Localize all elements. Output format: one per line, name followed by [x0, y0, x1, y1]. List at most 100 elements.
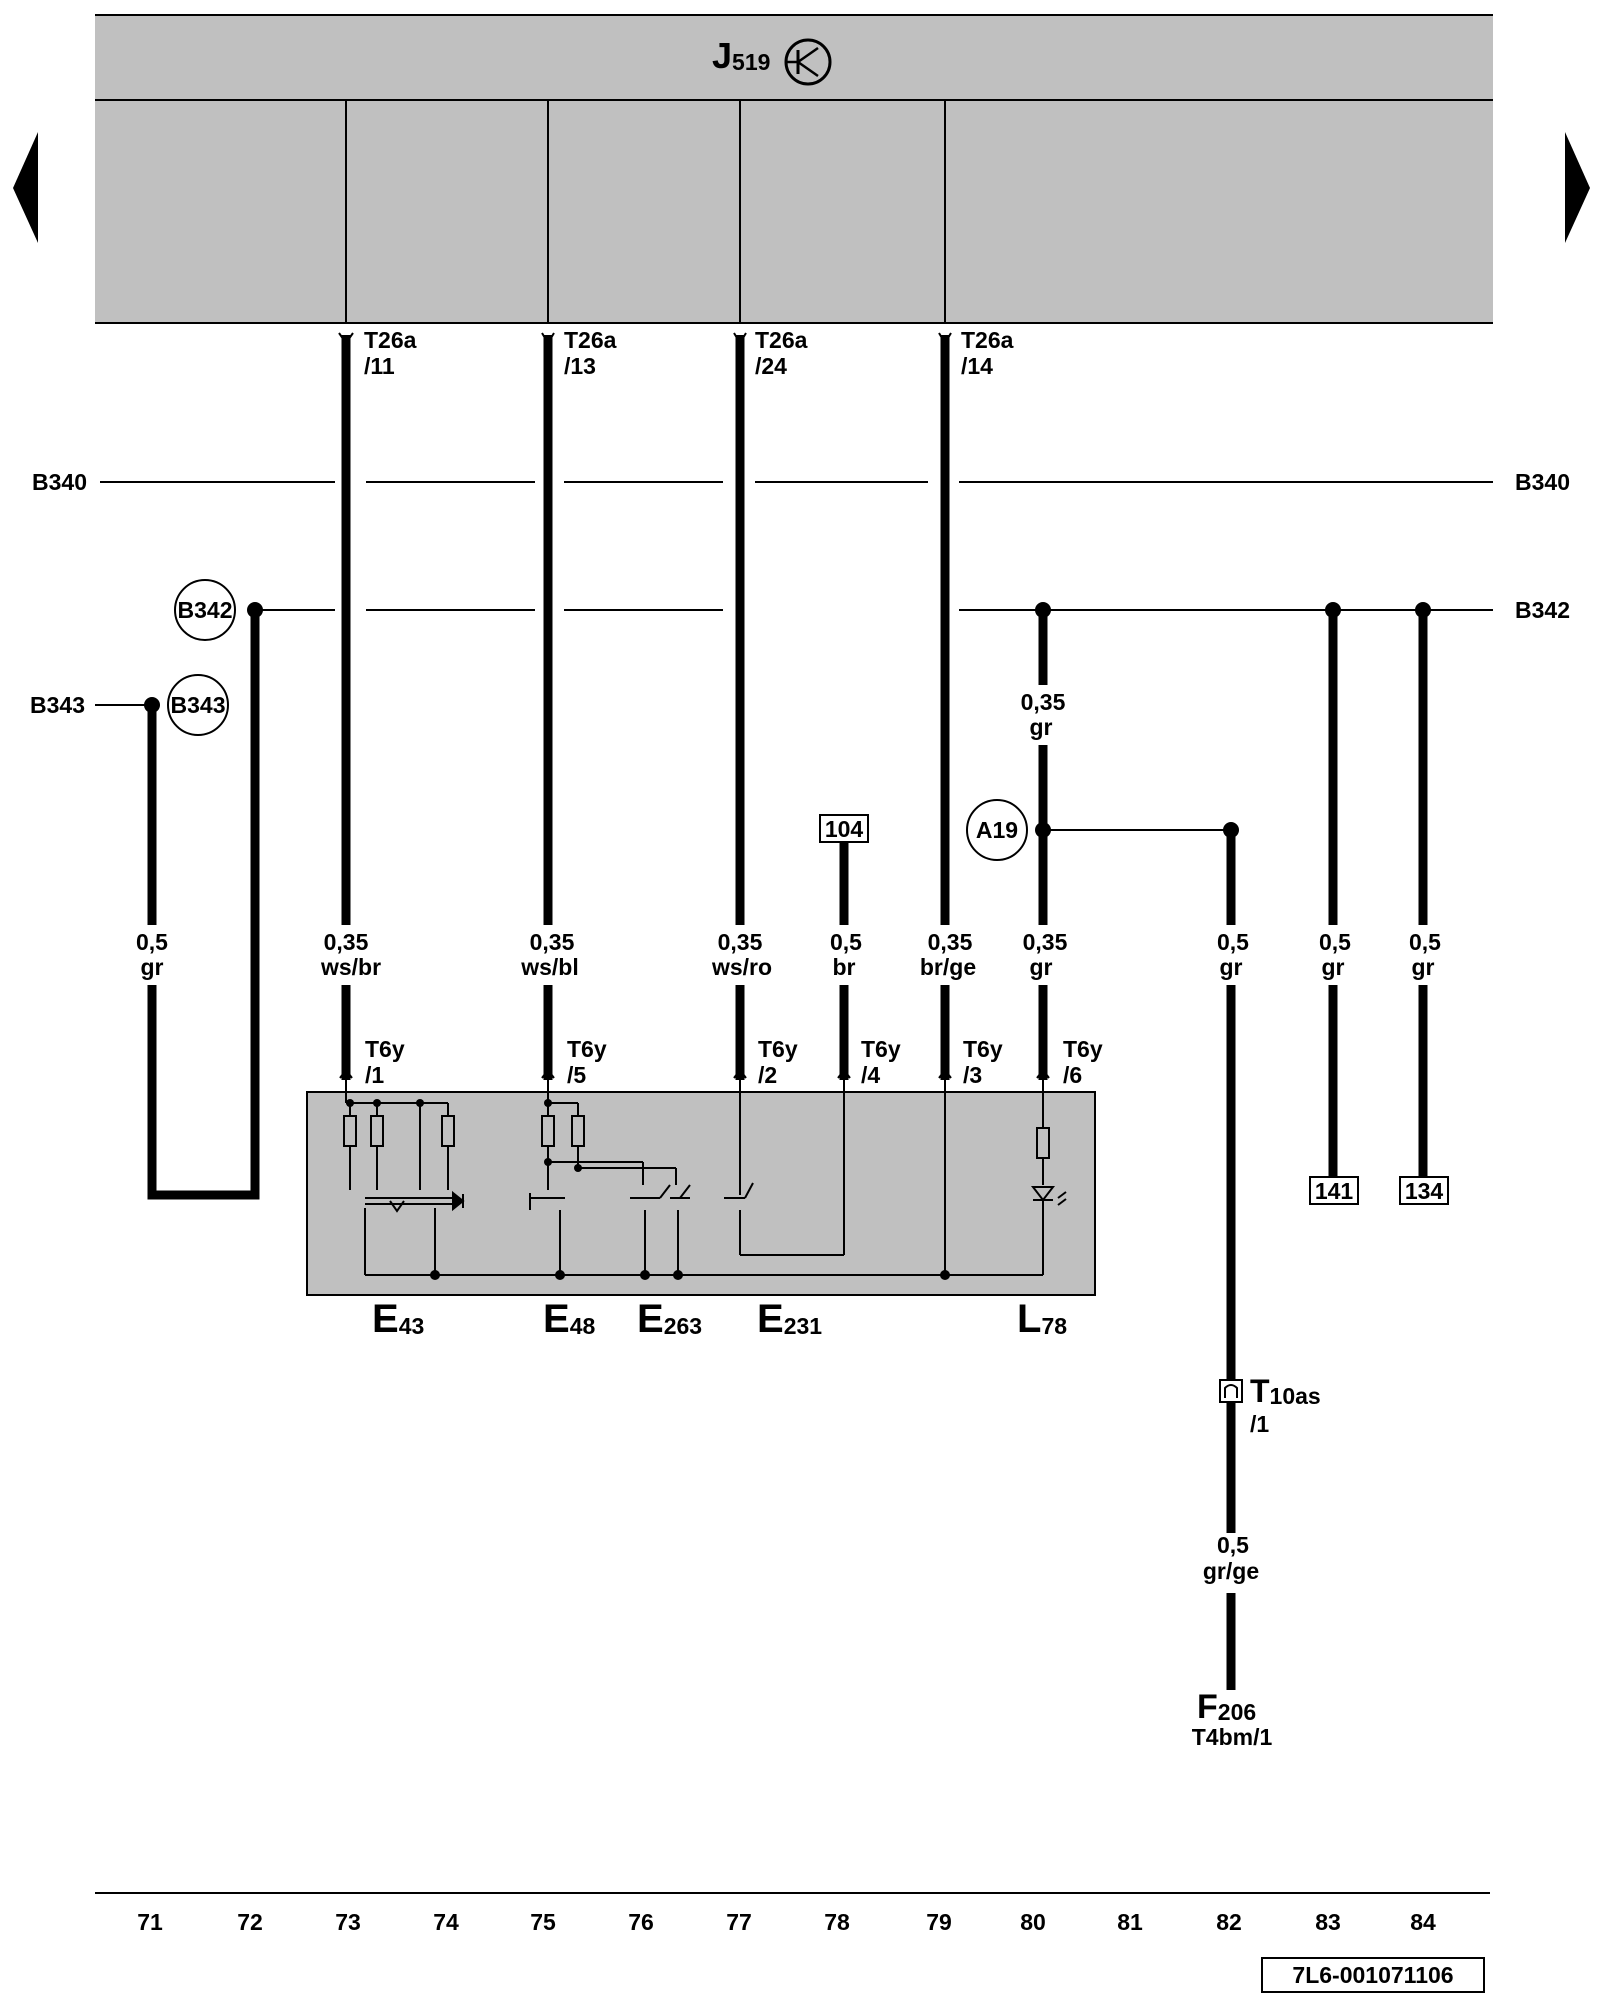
svg-text:gr/ge: gr/ge: [1203, 1558, 1259, 1584]
svg-text:gr: gr: [1030, 954, 1053, 980]
svg-text:T6y: T6y: [365, 1036, 405, 1062]
component-e263-label: E263: [637, 1297, 702, 1341]
busbar-b340-left-label: B340: [32, 469, 87, 495]
svg-text:ws/br: ws/br: [320, 954, 381, 980]
wire-t26a-13: 0,35 ws/bl: [505, 335, 595, 1080]
svg-text:B342: B342: [178, 597, 233, 623]
wire-b342-141: 0,5 gr 141: [1308, 602, 1359, 1205]
wire-b342-a19: 0,35 gr 0,35 gr: [1013, 602, 1073, 1080]
svg-text:T6y: T6y: [1063, 1036, 1103, 1062]
svg-text:0,5: 0,5: [1217, 929, 1249, 955]
document-code: 7L6-001071106: [1261, 1957, 1485, 1993]
svg-text:/1: /1: [1250, 1411, 1269, 1437]
component-e48-label: E48: [543, 1297, 595, 1341]
connector-t26a-24-label: T26a /24: [755, 327, 808, 379]
connector-t26a-13-label: T26a /13: [564, 327, 617, 379]
svg-text:gr: gr: [1220, 954, 1243, 980]
connector-t26a-11-label: T26a /11: [364, 327, 417, 379]
connector-t6y-2-label: T6y /2: [758, 1036, 798, 1088]
column-number: 81: [1117, 1909, 1143, 1935]
connector-t6y-3-label: T6y /3: [963, 1036, 1003, 1088]
svg-text:T10as: T10as: [1250, 1373, 1321, 1409]
svg-text:T6y: T6y: [567, 1036, 607, 1062]
column-number: 71: [137, 1909, 163, 1935]
svg-text:/24: /24: [755, 353, 787, 379]
svg-text:/1: /1: [365, 1062, 384, 1088]
column-number: 75: [530, 1909, 556, 1935]
svg-text:0,35: 0,35: [928, 929, 973, 955]
svg-text:0,35: 0,35: [324, 929, 369, 955]
svg-text:0,5: 0,5: [1409, 929, 1441, 955]
svg-text:gr: gr: [1412, 954, 1435, 980]
svg-text:T6y: T6y: [758, 1036, 798, 1062]
busbar-b340-right-label: B340: [1515, 469, 1570, 495]
column-number: 80: [1020, 1909, 1046, 1935]
svg-text:/5: /5: [567, 1062, 586, 1088]
svg-text:gr: gr: [1030, 714, 1053, 740]
column-number: 83: [1315, 1909, 1341, 1935]
svg-text:ws/bl: ws/bl: [520, 954, 579, 980]
svg-text:T26a: T26a: [564, 327, 617, 353]
svg-text:7L6-001071106: 7L6-001071106: [1292, 1962, 1453, 1988]
svg-text:br/ge: br/ge: [920, 954, 976, 980]
column-number: 84: [1410, 1909, 1436, 1935]
component-f206: F206 T4bm/1: [1192, 1688, 1273, 1750]
busbar-b343-left-label: B343: [30, 692, 85, 718]
wire-t26a-24: 0,35 ws/ro: [697, 335, 787, 1080]
wire-ref-104: 104 0,5 br: [819, 814, 869, 1080]
column-number: 76: [628, 1909, 654, 1935]
b343-connector-marker: B343: [167, 674, 229, 736]
b342-connector-marker: B342: [174, 579, 236, 641]
column-number: 82: [1216, 1909, 1242, 1935]
svg-text:T26a: T26a: [755, 327, 808, 353]
svg-text:0,35: 0,35: [1021, 689, 1066, 715]
connector-t10as: T10as /1: [1219, 1373, 1321, 1437]
connector-t26a-14-label: T26a /14: [961, 327, 1014, 379]
svg-text:/4: /4: [861, 1062, 880, 1088]
wire-t26a-14: 0,35 br/ge: [900, 335, 995, 1080]
svg-text:F206: F206: [1197, 1688, 1256, 1726]
reference-141-label: 141: [1315, 1178, 1354, 1204]
svg-text:/14: /14: [961, 353, 993, 379]
wire-size-label: 0,5: [136, 929, 168, 955]
svg-text:T26a: T26a: [961, 327, 1014, 353]
next-page-arrow-icon[interactable]: [1565, 132, 1590, 243]
svg-text:T26a: T26a: [364, 327, 417, 353]
column-number: 74: [433, 1909, 459, 1935]
svg-text:gr: gr: [1322, 954, 1345, 980]
svg-text:T4bm/1: T4bm/1: [1192, 1724, 1273, 1750]
previous-page-arrow-icon[interactable]: [13, 132, 38, 243]
svg-text:0,35: 0,35: [718, 929, 763, 955]
busbar-b342-right-label: B342: [1515, 597, 1570, 623]
svg-text:0,5: 0,5: [1217, 1532, 1249, 1558]
svg-text:br: br: [833, 954, 856, 980]
splice-a19-label: A19: [976, 817, 1018, 843]
splice-a19: A19: [966, 799, 1028, 861]
svg-text:0,5: 0,5: [830, 929, 862, 955]
reference-104-label: 104: [825, 816, 864, 842]
svg-text:0,5: 0,5: [1319, 929, 1351, 955]
svg-text:T6y: T6y: [861, 1036, 901, 1062]
control-unit-j519: J519: [95, 14, 1493, 324]
column-number: 73: [335, 1909, 361, 1935]
connector-t6y-5-label: T6y /5: [567, 1036, 607, 1088]
svg-text:0,35: 0,35: [1023, 929, 1068, 955]
wire-b342-134: 0,5 gr 134: [1398, 602, 1449, 1205]
connector-t6y-6-label: T6y /6: [1063, 1036, 1103, 1088]
connector-t6y-1-label: T6y /1: [365, 1036, 405, 1088]
wire-t26a-11: 0,35 ws/br: [300, 335, 394, 1080]
component-l78-label: L78: [1017, 1297, 1067, 1341]
reference-134-label: 134: [1405, 1178, 1444, 1204]
connector-t6y-4-label: T6y /4: [861, 1036, 901, 1088]
column-number: 77: [726, 1909, 752, 1935]
svg-text:/6: /6: [1063, 1062, 1082, 1088]
component-e43-label: E43: [372, 1297, 424, 1341]
wire-a19-f206: 0,5 gr 0,5 gr/ge: [1043, 822, 1259, 1690]
svg-text:0,35: 0,35: [530, 929, 575, 955]
svg-text:/13: /13: [564, 353, 596, 379]
control-unit-label: J519: [712, 35, 770, 76]
svg-text:B343: B343: [171, 692, 226, 718]
svg-text:/2: /2: [758, 1062, 777, 1088]
svg-text:ws/ro: ws/ro: [711, 954, 772, 980]
